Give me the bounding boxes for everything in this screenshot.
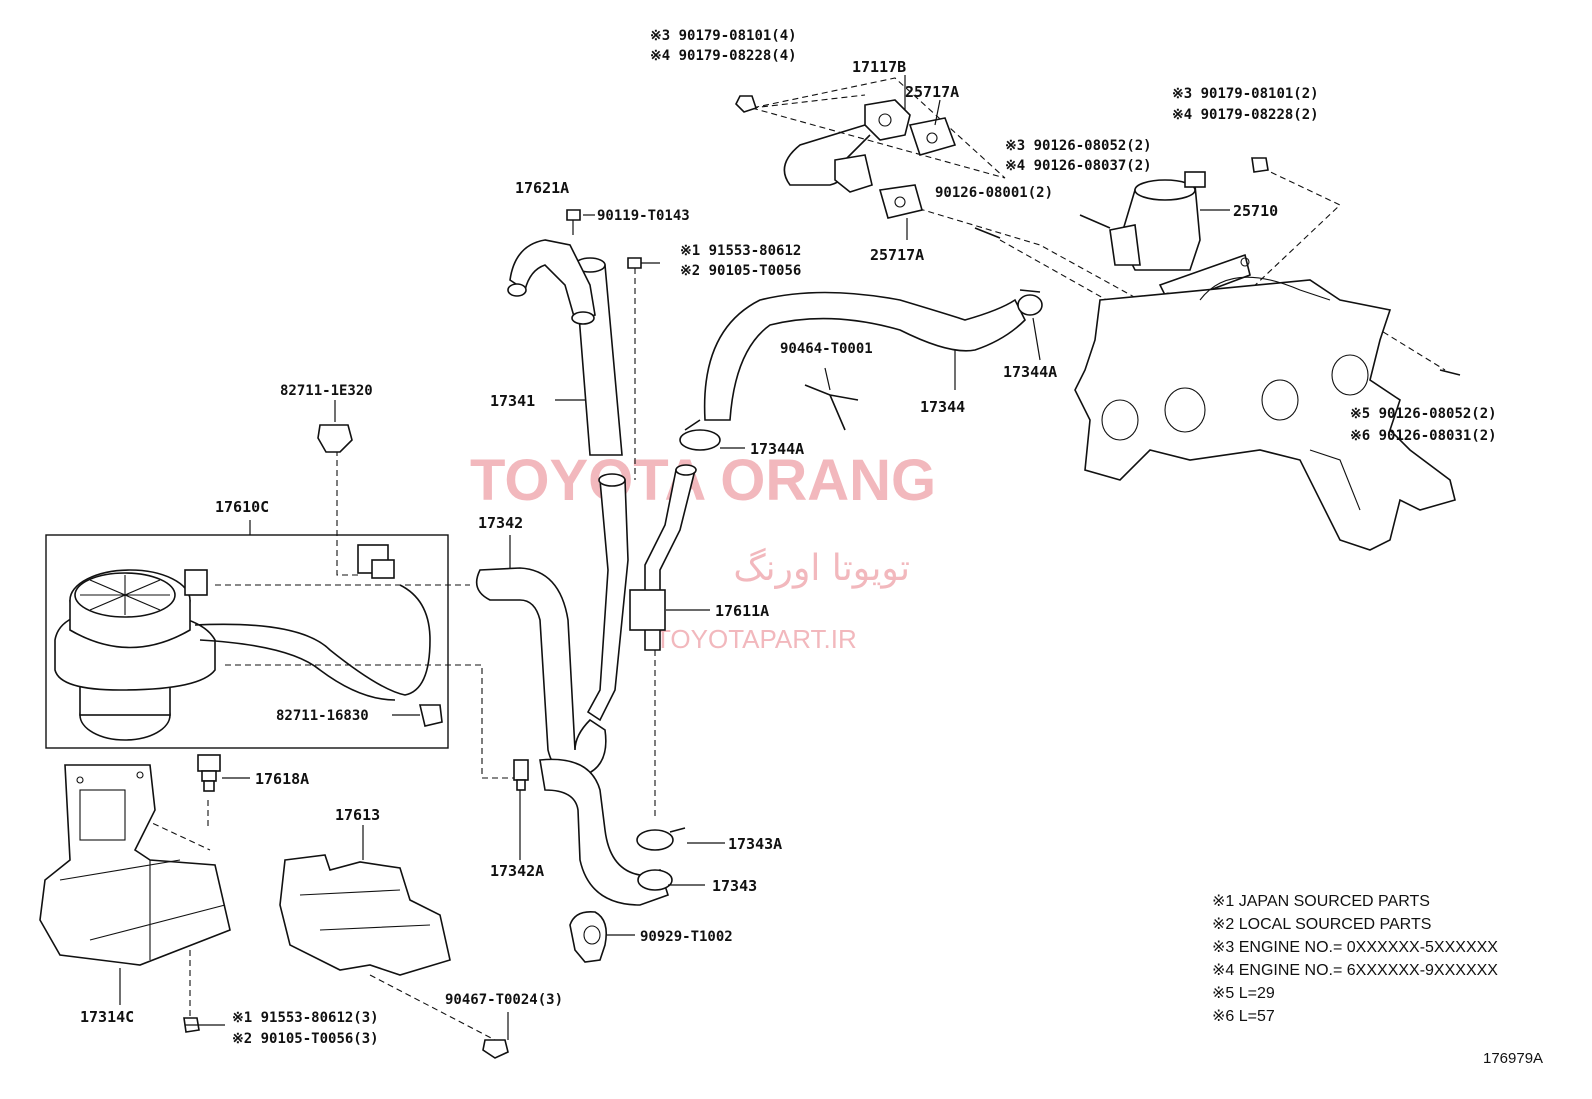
label-nut-3: ※3 90179-08101(2) — [1172, 86, 1319, 102]
label-90119-t0143: 90119-T0143 — [597, 208, 690, 224]
label-leaders — [119, 75, 1230, 1040]
pipe-17117b — [783, 99, 911, 193]
label-90126-08001: 90126-08001(2) — [935, 185, 1053, 201]
label-stud-3: ※3 90126-08052(2) — [1005, 138, 1152, 154]
label-82711-16830: 82711-16830 — [276, 708, 369, 724]
label-90929-t1002: 90929-T1002 — [640, 929, 733, 945]
pipe-17611a — [586, 464, 697, 722]
footnote-4: ※4 ENGINE NO.= 6XXXXXX-9XXXXXX — [1212, 962, 1498, 979]
hose-17343 — [539, 758, 673, 906]
label-clip-3: ※3 90179-08101(4) — [650, 28, 797, 44]
label-nut-4: ※4 90179-08228(2) — [1172, 107, 1319, 123]
bracket-17314c — [39, 764, 231, 966]
grommet-17618a — [197, 754, 221, 792]
footnote-1: ※1 JAPAN SOURCED PARTS — [1212, 893, 1430, 910]
label-25717a-bottom: 25717A — [870, 246, 924, 264]
gasket-25717a-bottom — [878, 184, 923, 219]
label-bolt-2-3: ※2 90105-T0056(3) — [232, 1031, 379, 1047]
label-bolt-1-3: ※1 91553-80612(3) — [232, 1010, 379, 1026]
label-90467-t0024: 90467-T0024(3) — [445, 992, 563, 1008]
label-90464-t0001: 90464-T0001 — [780, 341, 873, 357]
label-17613: 17613 — [335, 806, 380, 824]
diagram-code: 176979A — [1483, 1050, 1543, 1067]
watermark-url: TOYOTAPART.IR — [655, 624, 857, 654]
gasket-25717a-top — [908, 117, 957, 156]
label-17343: 17343 — [712, 877, 757, 895]
label-17342a: 17342A — [490, 862, 544, 880]
label-17618a: 17618A — [255, 770, 309, 788]
footnote-2: ※2 LOCAL SOURCED PARTS — [1212, 916, 1431, 933]
nut-90179-08101 — [1251, 157, 1269, 173]
clip-90464-t0001 — [804, 384, 859, 431]
connector-82711-1e320 — [317, 400, 353, 453]
bolt-90119-t0143 — [566, 209, 581, 235]
valve-25710 — [1109, 171, 1251, 307]
clamp-17344a-upper — [1017, 289, 1043, 316]
label-17344: 17344 — [920, 398, 965, 416]
label-stud-6: ※6 90126-08031(2) — [1350, 428, 1497, 444]
air-pump-illustration — [54, 544, 431, 741]
hose-17342 — [475, 567, 607, 777]
watermark-brand-farsi: تویوتا اورنگ — [733, 547, 910, 589]
watermark-brand: TOYOTA ORANG — [470, 448, 936, 513]
clamp-17344a-lower — [679, 419, 721, 451]
hose-17621a — [507, 239, 596, 325]
label-17343a: 17343A — [728, 835, 782, 853]
label-17621a: 17621A — [515, 179, 569, 197]
label-25717a-top: 25717A — [905, 83, 959, 101]
air-pump-assembly-box — [45, 534, 449, 749]
watermark: TOYOTA ORANG تویوتا اورنگ TOYOTAPART.IR — [470, 448, 936, 654]
label-82711-1e320: 82711-1E320 — [280, 383, 373, 399]
footnote-5: ※5 L=29 — [1212, 985, 1275, 1002]
label-bolt-2: ※2 90105-T0056 — [680, 263, 801, 279]
stud-90126-08001 — [974, 227, 1001, 239]
label-17314c: 17314C — [80, 1008, 134, 1026]
bolt-91553-80612 — [627, 257, 642, 269]
label-clip-4: ※4 90179-08228(4) — [650, 48, 797, 64]
part-labels: ※3 90179-08101(4) ※4 90179-08228(4) 1711… — [80, 28, 1497, 1047]
clamp-17343a — [636, 827, 686, 851]
label-25710: 25710 — [1233, 202, 1278, 220]
footnotes: ※1 JAPAN SOURCED PARTS ※2 LOCAL SOURCED … — [1212, 893, 1498, 1025]
connector-17342a — [513, 759, 529, 791]
label-17611a: 17611A — [715, 602, 769, 620]
stud-90126-08052 — [1079, 214, 1111, 229]
label-bolt-1: ※1 91553-80612 — [680, 243, 801, 259]
label-17344a-right: 17344A — [1003, 363, 1057, 381]
footnote-6: ※6 L=57 — [1212, 1008, 1275, 1025]
label-17117b: 17117B — [852, 58, 906, 76]
exhaust-manifold — [1074, 276, 1461, 551]
footnote-3: ※3 ENGINE NO.= 0XXXXXX-5XXXXXX — [1212, 939, 1498, 956]
label-stud-5: ※5 90126-08052(2) — [1350, 406, 1497, 422]
label-17344a-mid: 17344A — [750, 440, 804, 458]
label-17610c: 17610C — [215, 498, 269, 516]
label-17342: 17342 — [478, 514, 523, 532]
dashed-guide-lines — [59, 77, 1446, 1041]
clip-82711-16830 — [418, 704, 443, 727]
clip-90179-08101 — [735, 95, 758, 113]
label-stud-4: ※4 90126-08037(2) — [1005, 158, 1152, 174]
label-17341: 17341 — [490, 392, 535, 410]
cover-17613 — [279, 854, 451, 976]
grommet-90929-t1002 — [569, 910, 608, 963]
hose-17344 — [703, 291, 1026, 421]
clip-90467-t0024 — [482, 1039, 509, 1059]
